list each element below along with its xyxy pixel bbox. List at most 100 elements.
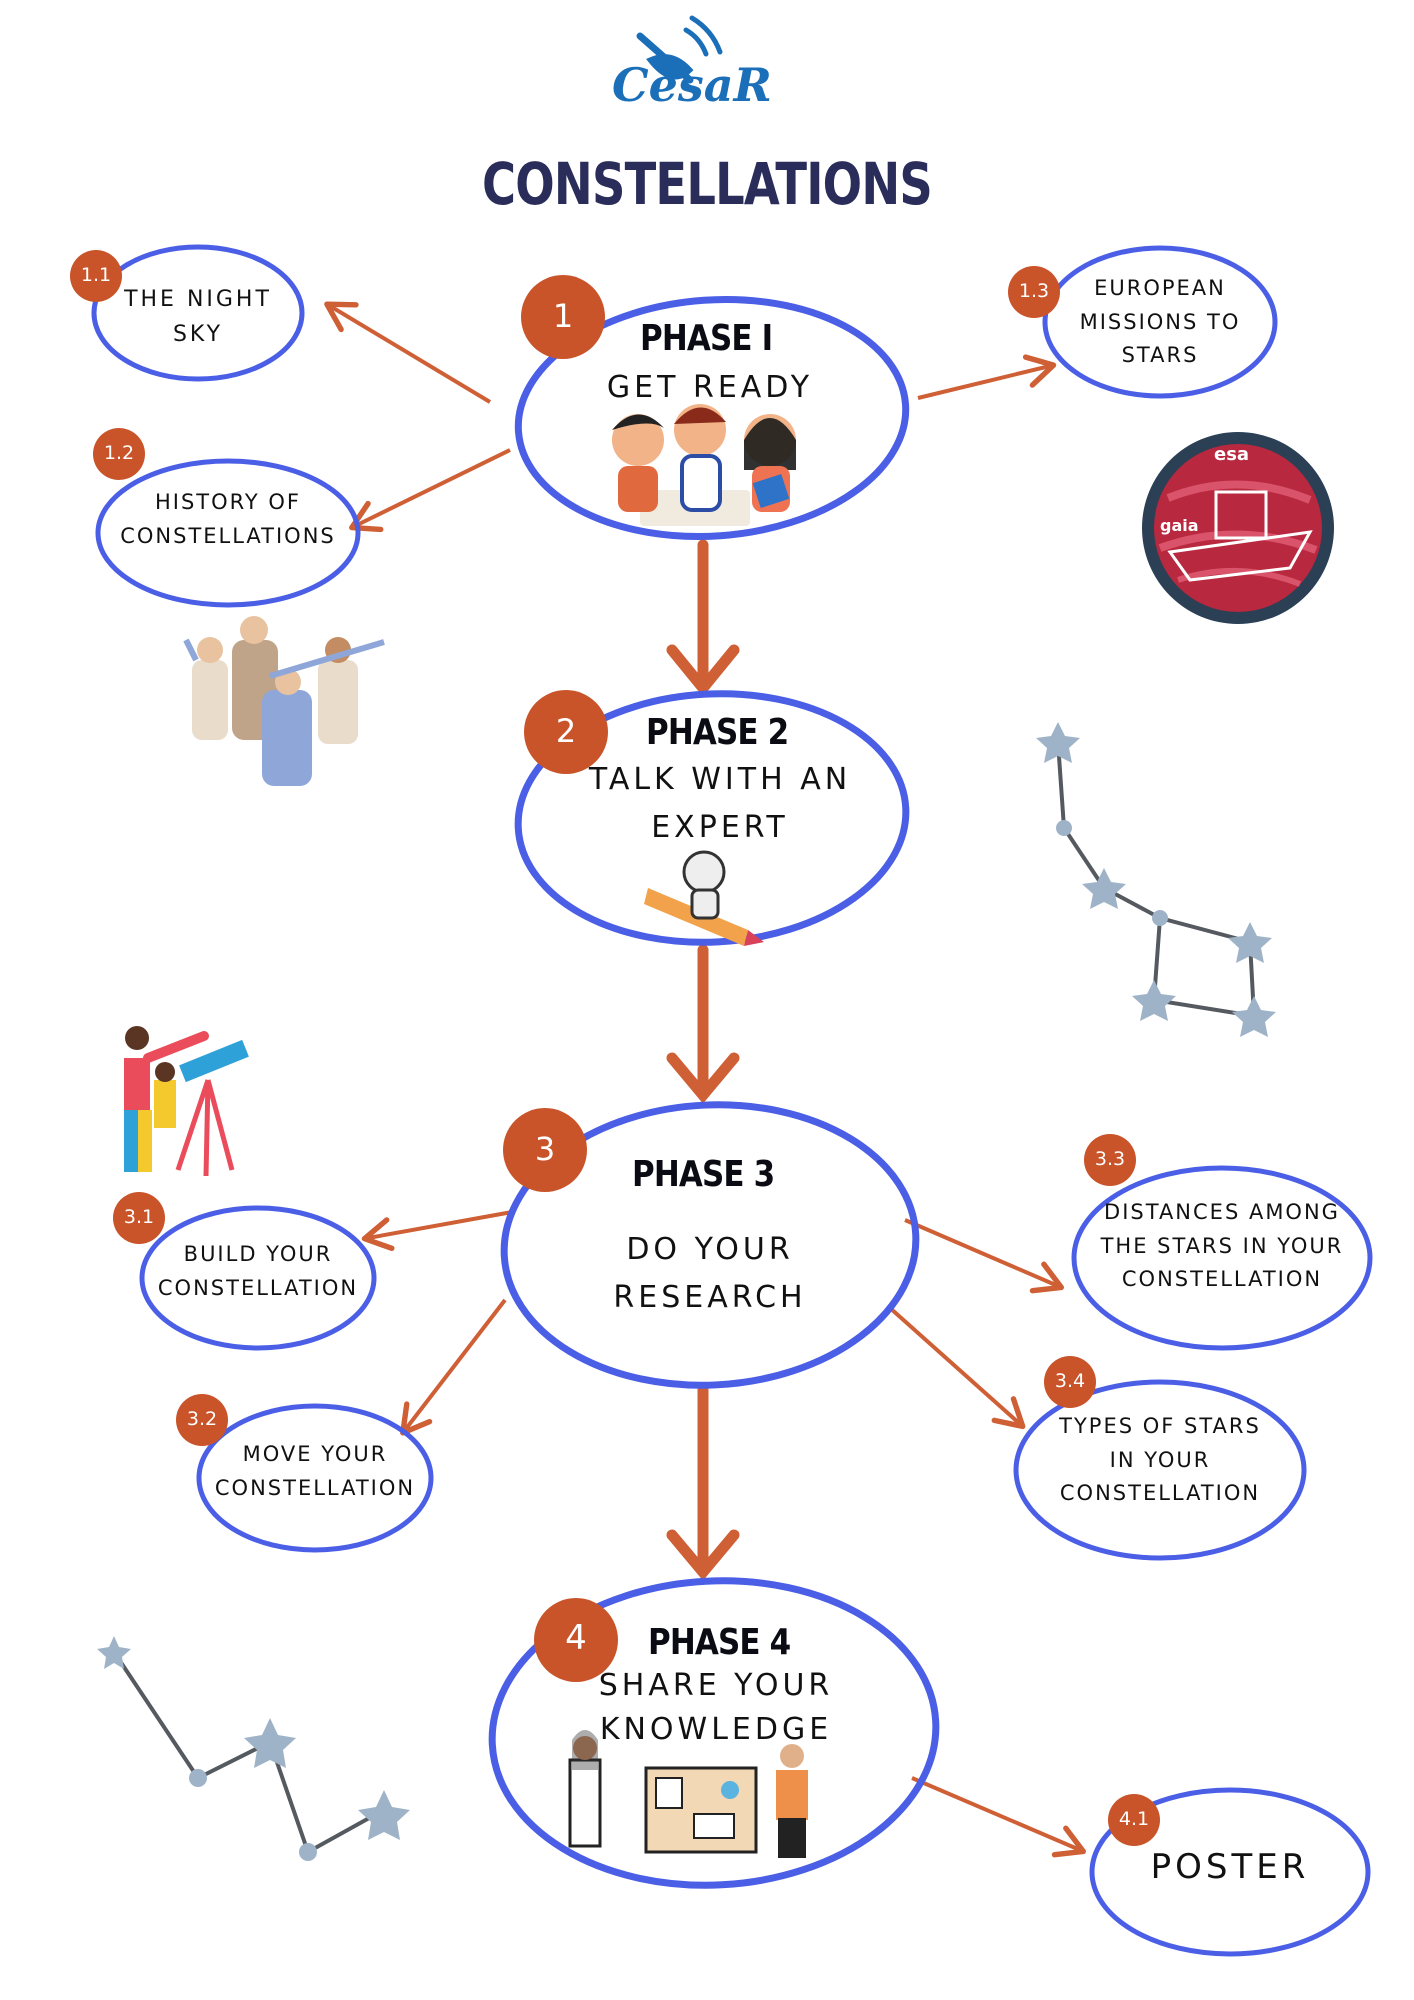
arrow-to-4-1 — [911, 1776, 1087, 1858]
phase-1-title: PHASE I — [640, 318, 773, 359]
phase-2-badge-bg — [524, 690, 608, 774]
subtopic-3-1-badge-bg — [113, 1192, 165, 1244]
small-constellation-stars — [97, 1636, 410, 1861]
subtopic-4-1-line: POSTER — [1150, 1847, 1310, 1887]
big-dipper-constellation — [1056, 741, 1257, 1019]
arrow-to-1-3 — [917, 354, 1057, 400]
subtopic-3-3-badge-bg — [1084, 1134, 1136, 1186]
subtopic-1-2-node — [95, 458, 361, 608]
subtopic-3-2-badge: 3.2 — [186, 1408, 218, 1430]
star-icon — [1082, 868, 1126, 909]
star-icon — [358, 1790, 410, 1840]
star-dot — [299, 1843, 317, 1861]
subtopic-1-2-badge-bg — [93, 428, 145, 480]
phase-3-subtitle: DO YOUR RESEARCH — [560, 1226, 860, 1322]
small-constellation — [112, 1650, 381, 1855]
gaia-label: gaia — [1160, 516, 1199, 535]
star-dot — [1056, 820, 1072, 836]
star-icon — [244, 1718, 296, 1768]
logo-wordmark: CesaR — [612, 58, 772, 112]
star-icon — [1232, 996, 1276, 1037]
subtopic-1-3-line: MISSIONS TO — [1079, 309, 1241, 334]
subtopic-4-1-node — [1089, 1787, 1371, 1957]
subtopic-3-2-line: MOVE YOUR — [242, 1442, 388, 1466]
subtopic-1-3-line: STARS — [1121, 343, 1199, 368]
phase-2-subtitle-line: TALK WITH AN — [588, 762, 852, 797]
star-dot — [1152, 910, 1168, 926]
phase-2-title: PHASE 2 — [646, 712, 789, 753]
subtopic-1-2-line: CONSTELLATIONS — [120, 523, 336, 548]
big-dipper-stars — [1036, 722, 1276, 1037]
phase-3-subtitle-line: RESEARCH — [613, 1280, 807, 1315]
phase-2-subtitle-line: EXPERT — [651, 810, 789, 845]
subtopic-1-3-label: EUROPEAN MISSIONS TO STARS — [1055, 272, 1265, 373]
phase-4-subtitle-line: KNOWLEDGE — [599, 1711, 833, 1747]
star-icon — [97, 1636, 131, 1669]
star-icon — [1132, 980, 1176, 1021]
subtopic-3-4-label: TYPES OF STARS IN YOUR CONSTELLATION — [1026, 1410, 1294, 1511]
subtopic-3-2-badge-bg — [176, 1394, 228, 1446]
subtopic-1-1-line: SKY — [172, 322, 224, 348]
subtopic-3-1-line: CONSTELLATION — [157, 1275, 359, 1300]
satellite-icon — [636, 15, 723, 84]
arrow-to-3-2 — [400, 1298, 507, 1436]
subtopic-1-3-line: EUROPEAN — [1094, 276, 1226, 300]
subtopic-3-1-node — [139, 1205, 377, 1351]
phase-1-node — [514, 296, 910, 540]
subtopic-4-1-badge-bg — [1108, 1794, 1160, 1846]
arrow-to-1-2 — [349, 448, 511, 533]
subtopic-3-3-line: THE STARS IN YOUR — [1100, 1233, 1344, 1258]
children-illustration — [612, 404, 796, 526]
phase-2-badge: 2 — [555, 712, 577, 750]
phase-1-badge-bg — [521, 275, 605, 359]
subtopic-1-2-line: HISTORY OF — [154, 490, 302, 514]
phase-3-subtitle-line: DO YOUR — [626, 1232, 794, 1267]
subtopic-3-3-badge: 3.3 — [1094, 1148, 1126, 1170]
subtopic-3-3-label: DISTANCES AMONG THE STARS IN YOUR CONSTE… — [1080, 1196, 1364, 1297]
phase-3-badge: 3 — [534, 1130, 556, 1168]
subtopic-3-2-node — [196, 1403, 434, 1553]
subtopic-1-1-line: THE NIGHT — [124, 287, 272, 312]
arrow-phase2-to-phase3 — [666, 944, 740, 1104]
telescope-family-illustration — [124, 1026, 249, 1177]
subtopic-1-2-badge: 1.2 — [103, 442, 135, 464]
arrow-to-3-1 — [361, 1210, 513, 1252]
subtopic-4-1-label: POSTER — [1120, 1846, 1340, 1889]
phase-1-subtitle: GET READY — [560, 364, 860, 412]
arrow-to-3-4 — [888, 1306, 1026, 1430]
phase-4-node — [488, 1577, 940, 1889]
subtopic-3-2-line: CONSTELLATION — [214, 1475, 416, 1500]
phase-1-badge: 1 — [552, 297, 574, 335]
subtopic-3-3-node — [1071, 1165, 1373, 1351]
star-icon — [1036, 722, 1080, 763]
phase-4-subtitle-line: SHARE YOUR — [598, 1668, 834, 1703]
subtopic-3-2-label: MOVE YOUR CONSTELLATION — [203, 1438, 427, 1505]
subtopic-4-1-badge: 4.1 — [1118, 1808, 1150, 1830]
esa-label: esa — [1214, 444, 1250, 465]
subtopic-3-3-line: DISTANCES AMONG — [1104, 1200, 1340, 1224]
subtopic-1-3-node — [1042, 245, 1278, 399]
star-dot — [189, 1769, 207, 1787]
arrow-to-1-1 — [324, 301, 492, 404]
subtopic-1-3-badge-bg — [1008, 266, 1060, 318]
subtopic-3-4-badge: 3.4 — [1054, 1370, 1086, 1392]
star-icon — [1228, 922, 1272, 963]
phase-4-badge-bg — [534, 1598, 618, 1682]
phase-2-subtitle: TALK WITH AN EXPERT — [560, 756, 880, 852]
subtopic-3-4-badge-bg — [1044, 1356, 1096, 1408]
subtopic-3-4-line: TYPES OF STARS — [1059, 1414, 1261, 1438]
subtopic-3-1-line: BUILD YOUR — [183, 1242, 333, 1266]
phase-4-badge: 4 — [565, 1618, 587, 1658]
phase-3-badge-bg — [503, 1108, 587, 1192]
phase-3-node — [500, 1101, 920, 1389]
arrow-phase1-to-phase2 — [666, 539, 740, 697]
subtopic-3-3-line: CONSTELLATION — [1121, 1267, 1323, 1292]
subtopic-3-4-line: IN YOUR — [1109, 1447, 1211, 1472]
phase-1-subtitle-line: GET READY — [606, 370, 814, 405]
arrow-phase3-to-phase4 — [666, 1384, 740, 1581]
astronomers-illustration — [183, 616, 385, 786]
subtopic-3-4-node — [1013, 1379, 1307, 1561]
subtopic-3-1-badge: 3.1 — [123, 1206, 155, 1228]
